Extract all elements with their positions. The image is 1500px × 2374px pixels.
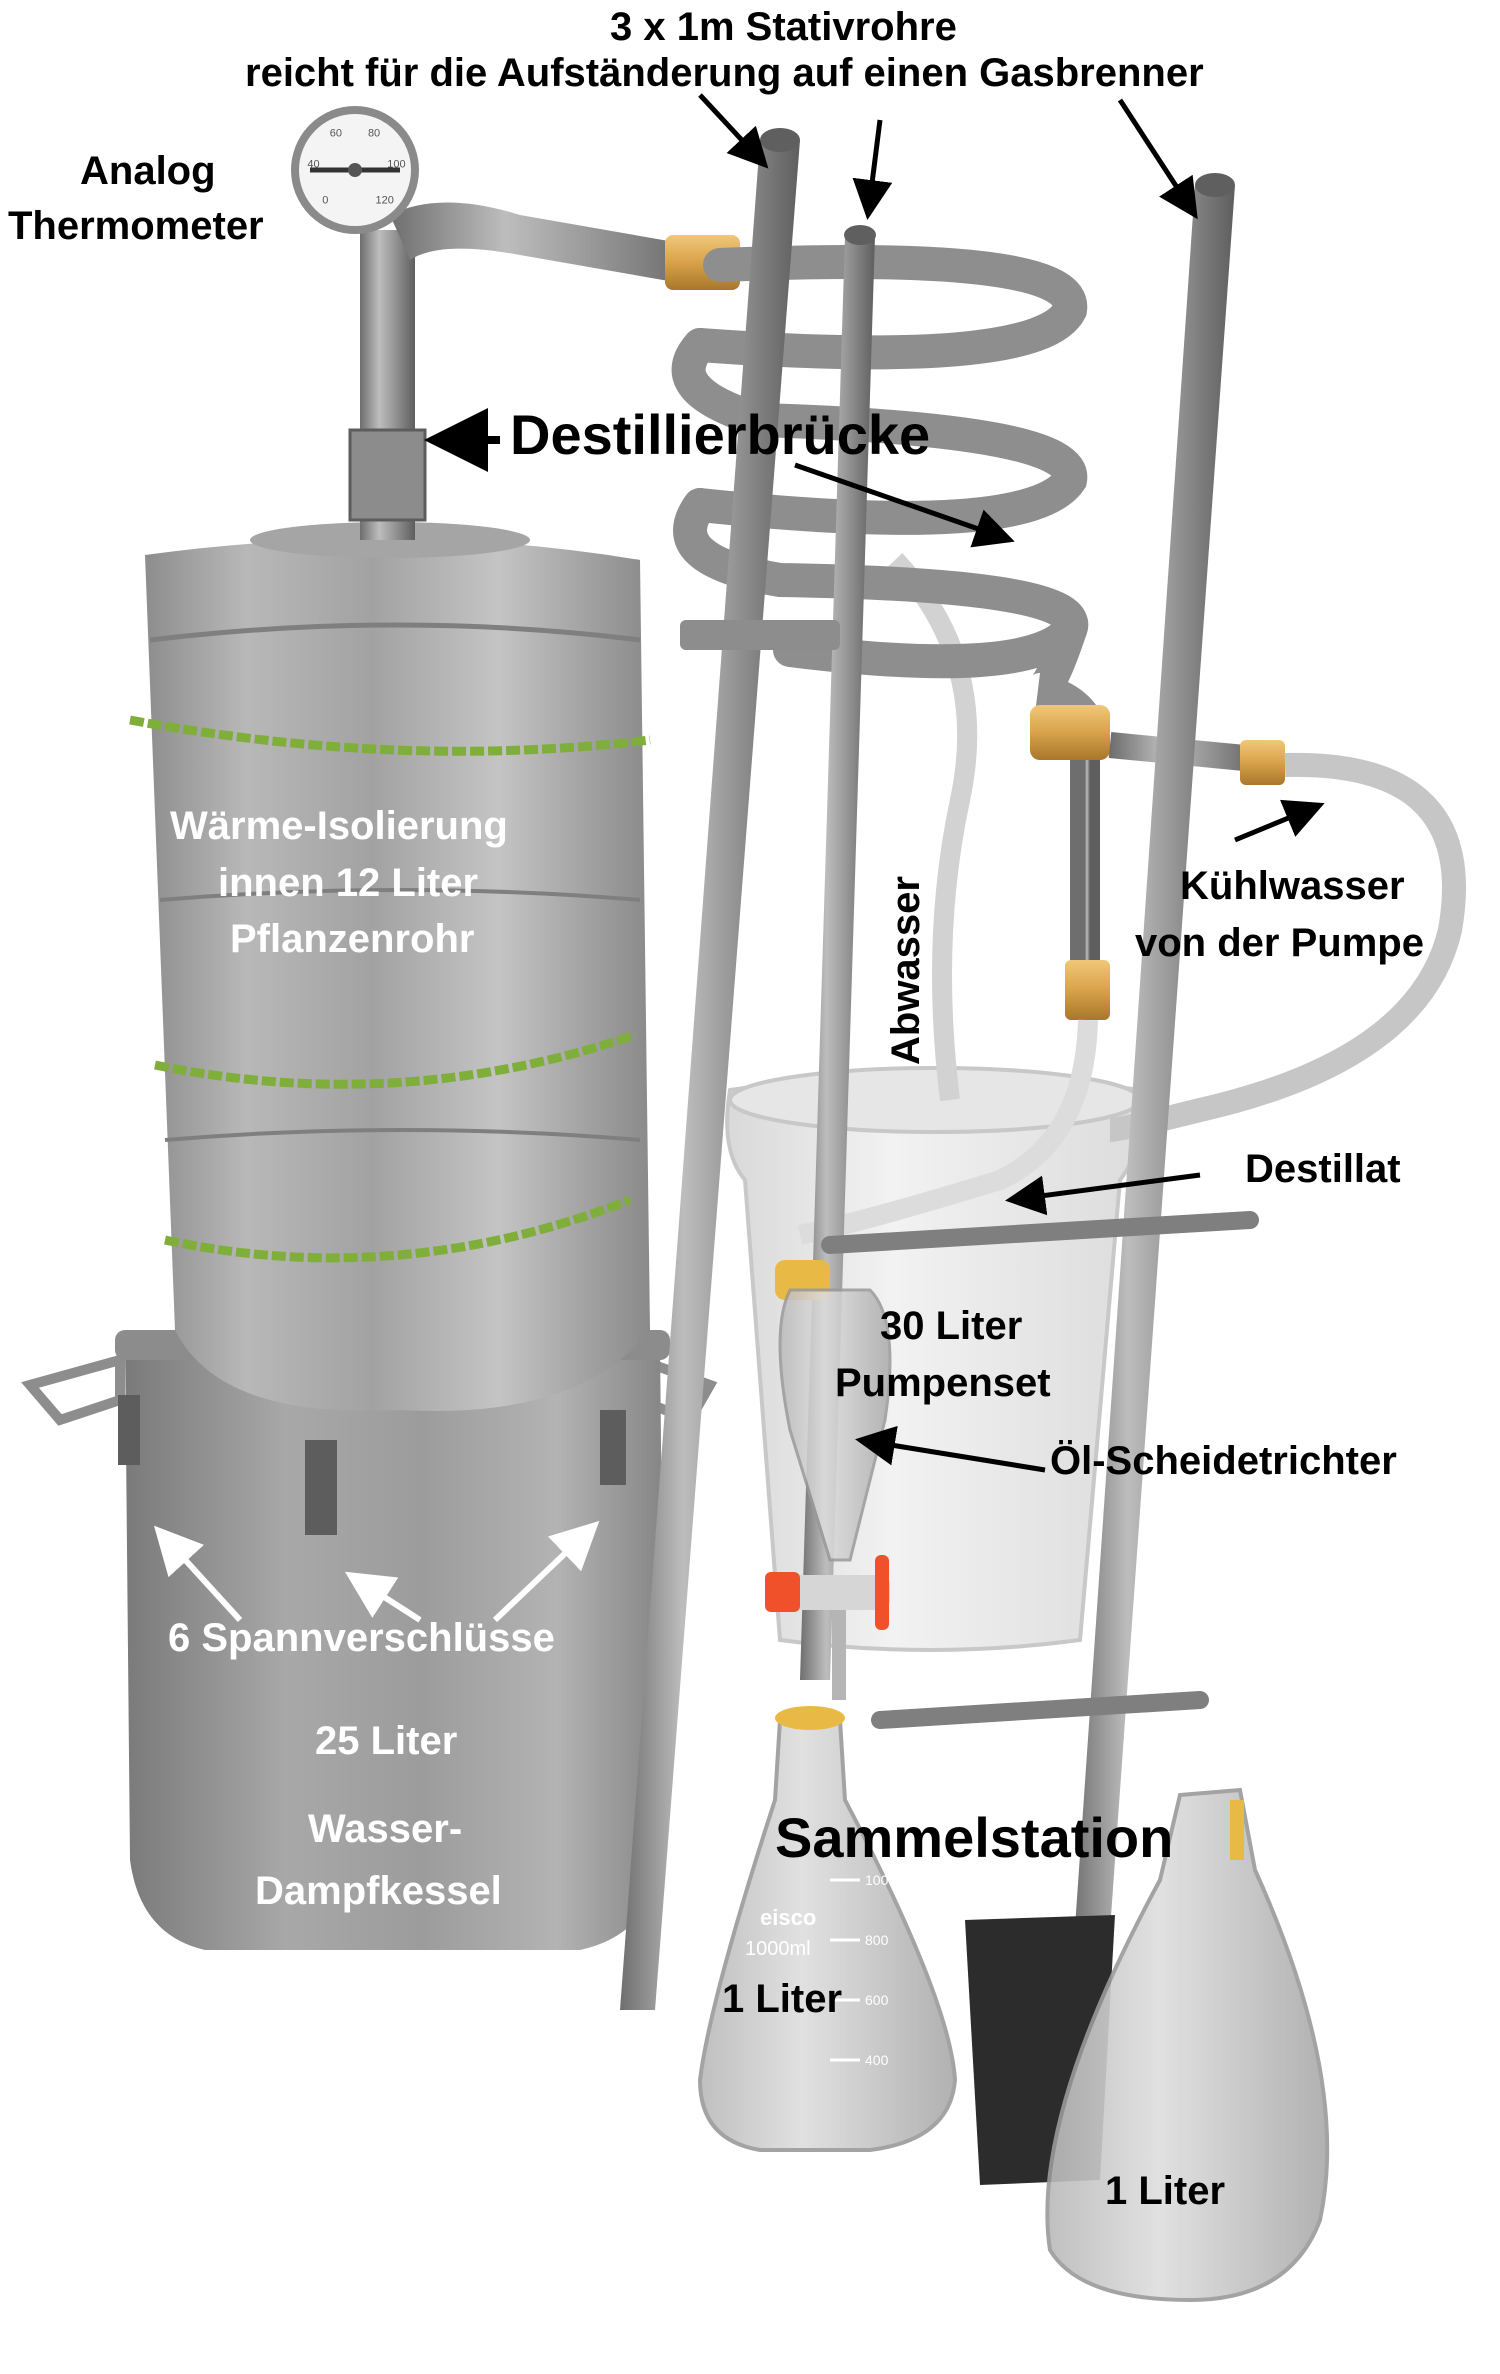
arrow-distillate	[1005, 1172, 1201, 1216]
bungee-cord	[164, 1195, 632, 1263]
arrow-stand-middle	[852, 119, 893, 220]
coolant-hose	[1109, 752, 1466, 1142]
bungee-cord	[154, 1030, 637, 1089]
latch	[118, 1395, 140, 1465]
arrow-latch-right	[492, 1520, 600, 1623]
label-pump-line2: Pumpenset	[835, 1361, 1051, 1405]
label-boiler-line1: 25 Liter	[315, 1719, 458, 1763]
stopcock-handle	[875, 1555, 889, 1630]
label-insulation-line1: Wärme-Isolierung	[170, 804, 508, 848]
clamp-rod	[871, 1691, 1209, 1729]
thermometer-tick-label: 100	[387, 158, 405, 170]
flask-graduation-label: 600	[865, 1992, 889, 2008]
stand-clamp	[680, 620, 840, 650]
label-collection-station: Sammelstation	[775, 1806, 1174, 1869]
distillate-hose	[797, 1019, 1098, 1245]
brass-fitting	[1240, 740, 1285, 785]
wastewater-hose	[887, 553, 978, 1102]
label-pump-line1: 30 Liter	[880, 1304, 1023, 1348]
latch	[305, 1440, 337, 1535]
label-latches: 6 Spannverschlüsse	[168, 1616, 555, 1660]
clamp-rod	[821, 1211, 1259, 1254]
label-flask-left: 1 Liter	[722, 1977, 843, 2021]
thermometer-tick-label: 40	[307, 158, 319, 170]
thermometer-tick-label: 60	[330, 128, 342, 140]
steam-riser	[348, 202, 740, 540]
label-insulation-line3: Pflanzenrohr	[230, 917, 475, 961]
separatory-funnel	[765, 1288, 892, 1700]
thermometer	[291, 106, 419, 234]
latch	[600, 1410, 626, 1485]
flask-left: eisco 1000ml	[697, 1706, 958, 2152]
flask-graduation-label: 800	[865, 1932, 889, 1948]
flask-right	[1045, 1787, 1330, 2303]
arrow-bridge-coil	[794, 462, 1015, 548]
thermometer-tick-label: 0	[322, 195, 328, 207]
label-boiler-line3: Dampfkessel	[255, 1869, 502, 1913]
stopcock-red	[765, 1572, 800, 1612]
label-boiler-line2: Wasser-	[308, 1807, 463, 1851]
stand-rod-left	[620, 128, 800, 2010]
label-stands-title: 3 x 1m Stativrohre	[610, 5, 957, 49]
label-distillation-bridge: Destillierbrücke	[510, 403, 931, 466]
thermometer-tick-label: 120	[376, 195, 394, 207]
label-separator: Öl-Scheidetrichter	[1050, 1439, 1397, 1483]
label-stands-subtitle: reicht für die Aufständerung auf einen G…	[245, 51, 1204, 95]
arrow-coolant	[1234, 799, 1325, 843]
label-distillate: Destillat	[1245, 1147, 1401, 1191]
label-thermometer-line2: Thermometer	[8, 204, 264, 248]
label-coolant-line1: Kühlwasser	[1180, 864, 1405, 908]
flask-capacity: 1000ml	[745, 1938, 811, 1960]
stand-rod-right	[1070, 173, 1235, 2000]
flask-graduation-label: 400	[865, 2052, 889, 2068]
arrow-latch-left	[153, 1525, 243, 1623]
condenser-coil	[671, 245, 1107, 747]
thermometer-tick-label: 80	[368, 128, 380, 140]
label-wastewater: Abwasser	[884, 876, 928, 1065]
arrow-stand-right	[1117, 98, 1198, 220]
label-coolant-line2: von der Pumpe	[1135, 921, 1424, 965]
label-thermometer-line1: Analog	[80, 149, 216, 193]
brass-fitting	[1065, 960, 1110, 1020]
insulated-plant-tube	[129, 522, 651, 1411]
flask-graduation-label: 1000	[865, 1872, 896, 1888]
annotation-arrows	[153, 93, 1325, 1623]
label-insulation-line2: innen 12 Liter	[218, 861, 479, 905]
bungee-cord	[129, 715, 651, 756]
arrow-stand-left	[698, 93, 769, 169]
brass-fitting	[1030, 705, 1110, 760]
flask-brand: eisco	[760, 1905, 816, 1930]
arrow-separator	[855, 1425, 1046, 1473]
arrow-latch-middle	[344, 1571, 422, 1623]
label-flask-right: 1 Liter	[1105, 2169, 1226, 2213]
